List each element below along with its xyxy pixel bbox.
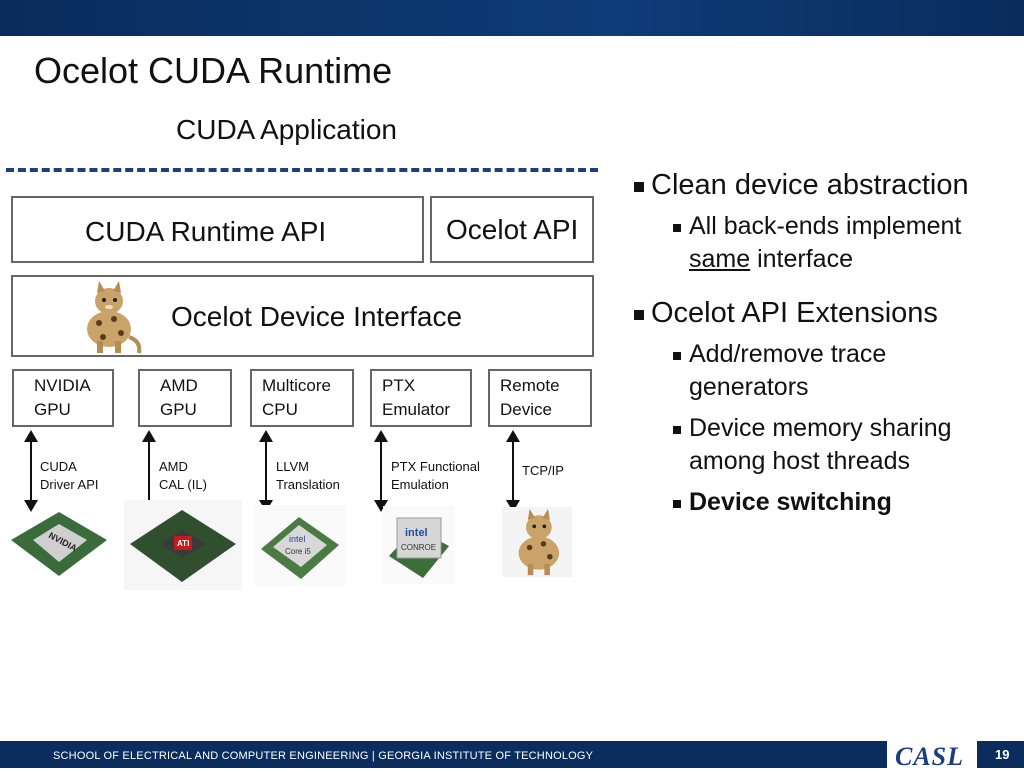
backend-label-line1: NVIDIA: [34, 376, 91, 395]
double-arrow-icon: [259, 430, 273, 512]
connector-label: CUDA Driver API: [40, 458, 99, 494]
backend-label-line1: Remote: [500, 376, 560, 395]
connector-label-line1: TCP/IP: [522, 463, 564, 478]
connector-label: AMD CAL (IL): [159, 458, 207, 494]
bullet-item: Ocelot API Extensions: [632, 294, 1012, 332]
backend-label-line2: CPU: [262, 400, 298, 419]
backend-amd-gpu: AMD GPU: [138, 369, 232, 427]
chip-text: intel: [289, 534, 306, 544]
connector-label-line1: PTX Functional: [391, 459, 480, 474]
backend-label-line2: GPU: [160, 400, 197, 419]
ocelot-cat-icon: [87, 281, 142, 354]
connector-label-line2: Driver API: [40, 477, 99, 492]
intel-core-i5-chip-icon: intel Core i5: [255, 505, 345, 587]
chip-text: ATI: [177, 539, 189, 548]
cuda-runtime-api-label: CUDA Runtime API: [85, 216, 327, 247]
backend-label-line2: Device: [500, 400, 552, 419]
dashed-separator: [6, 168, 598, 172]
sub-bullet-item: Device memory sharing among host threads: [632, 412, 1012, 478]
backend-label-line2: Emulator: [382, 400, 451, 419]
header-bar: [0, 0, 1024, 36]
ocelot-api-box: Ocelot API: [430, 196, 594, 263]
underlined-text: same: [689, 245, 751, 273]
sub-bullet-item: All back-ends implement same interface: [632, 210, 1012, 276]
backend-multicore-cpu: Multicore CPU: [250, 369, 354, 427]
ocelot-device-interface-label: Ocelot Device Interface: [171, 301, 463, 332]
bullet-list: Clean device abstraction All back-ends i…: [632, 166, 1012, 527]
backend-ptx-emulator: PTX Emulator: [370, 369, 472, 427]
backend-label-line1: PTX: [382, 376, 416, 395]
chip-text: Core i5: [285, 547, 311, 556]
backend-label-line1: AMD: [160, 376, 198, 395]
footer-text: SCHOOL OF ELECTRICAL AND COMPUTER ENGINE…: [53, 750, 594, 762]
intel-conroe-chip-icon: intel CONROE: [383, 506, 455, 584]
page-number: 19: [995, 747, 1010, 762]
connector-label-line2: Emulation: [391, 477, 449, 492]
backend-label-line2: GPU: [34, 400, 71, 419]
chip-text: intel: [405, 527, 428, 539]
cuda-runtime-api-box: CUDA Runtime API: [11, 196, 424, 263]
casl-logo: CASL: [887, 741, 977, 771]
cuda-application-label: CUDA Application: [176, 114, 398, 145]
ocelot-cat-icon: [502, 507, 572, 577]
sub-bullet-text: interface: [750, 245, 853, 273]
connector-label-line2: CAL (IL): [159, 477, 207, 492]
double-arrow-icon: [506, 430, 520, 512]
connector-label-line2: Translation: [276, 477, 340, 492]
connector-label: PTX Functional Emulation: [391, 458, 480, 494]
connector-label-line1: AMD: [159, 459, 188, 474]
sub-bullet-item: Device switching: [632, 486, 1012, 519]
sub-bullet-text: All back-ends implement: [689, 212, 962, 240]
backend-nvidia-gpu: NVIDIA GPU: [12, 369, 114, 427]
connector-label: TCP/IP: [522, 462, 564, 480]
ocelot-device-interface-box: Ocelot Device Interface: [11, 275, 594, 357]
connector-label-line1: LLVM: [276, 459, 309, 474]
slide-title: Ocelot CUDA Runtime: [34, 50, 393, 91]
backend-label-line1: Multicore: [262, 376, 331, 395]
connector-label: LLVM Translation: [276, 458, 340, 494]
bullet-item: Clean device abstraction: [632, 166, 1012, 204]
chip-text: CONROE: [401, 543, 436, 552]
double-arrow-icon: [24, 430, 38, 512]
connector-label-line1: CUDA: [40, 459, 77, 474]
footer-bar: SCHOOL OF ELECTRICAL AND COMPUTER ENGINE…: [0, 741, 1024, 771]
casl-logo-text: CASL: [895, 742, 965, 771]
backend-remote-device: Remote Device: [488, 369, 592, 427]
double-arrow-icon: [374, 430, 388, 512]
sub-bullet-item: Add/remove trace generators: [632, 338, 1012, 404]
nvidia-gpu-chip-icon: NVIDIA: [11, 512, 107, 576]
ati-gpu-chip-icon: ATI: [124, 500, 242, 590]
ocelot-api-label: Ocelot API: [446, 214, 579, 245]
